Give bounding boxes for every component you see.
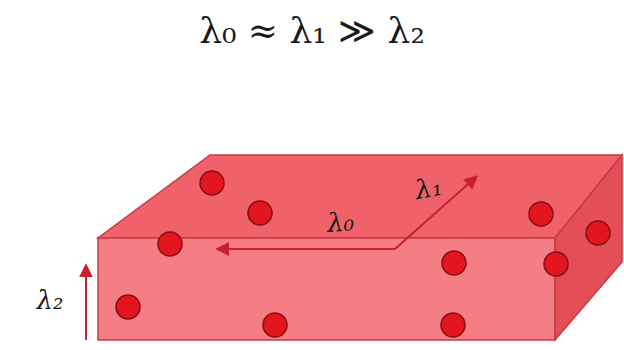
top-face — [98, 155, 622, 238]
axis-label: λ₁ — [412, 171, 444, 205]
axis-label: λ₀ — [326, 206, 355, 238]
arrow — [218, 248, 395, 250]
side-face — [555, 155, 622, 340]
axis-label: λ₂ — [37, 285, 64, 315]
particles — [116, 171, 610, 337]
arrow — [85, 266, 87, 340]
formula-title: λ₀ ≈ λ₁ ≫ λ₂ — [199, 10, 425, 51]
